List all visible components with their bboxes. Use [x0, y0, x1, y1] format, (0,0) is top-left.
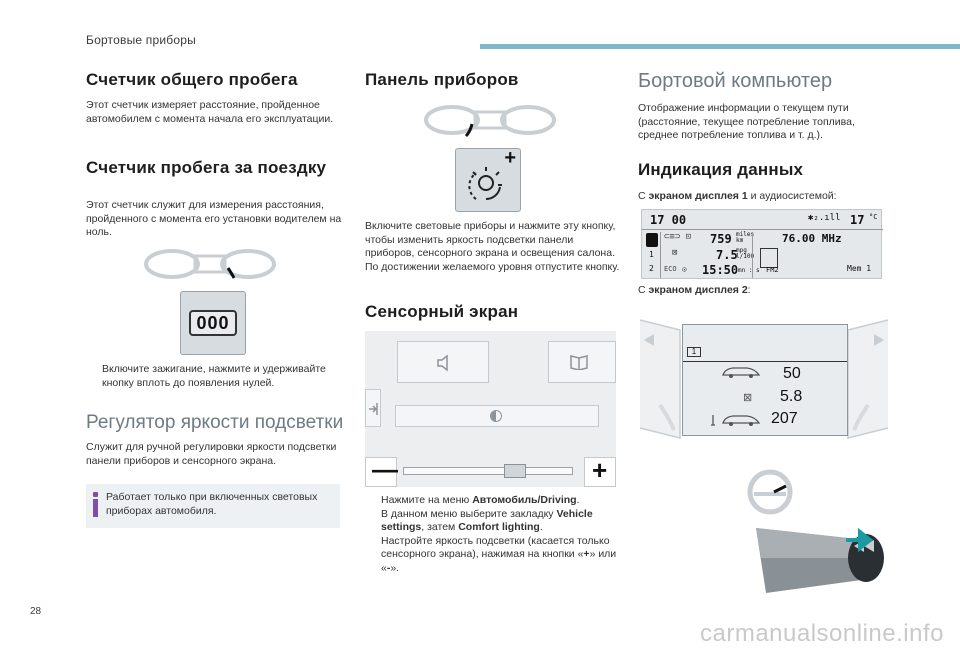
display2-value2: 5.8 [780, 388, 803, 405]
speaker-icon [437, 354, 448, 372]
display1-trip-time-unit: mn : s [738, 267, 760, 274]
touch-screen-audio-tile [397, 341, 489, 383]
display1-range-unit: miles km [736, 231, 755, 244]
brightness-button[interactable]: + [455, 147, 521, 212]
trip-title: Счетчик пробега за поездку [86, 158, 327, 177]
brightness-plus-sign: + [504, 147, 516, 169]
touch-screen-title: Сенсорный экран [365, 302, 519, 321]
display2-screen: 1 50 ⊠ 5.8 207 [682, 324, 848, 436]
display2-value1: 50 [783, 365, 801, 382]
display1-screen: 17 00 ✱₂.ıll 17 °C 1 2 ⊂≡⊃ ⊡ ⊠ ECO ⊙ 759… [641, 209, 883, 279]
display1-trip-time: 15:50 [702, 263, 739, 277]
touch-screen-side-tile [365, 389, 381, 427]
touch-screen-info-tile [548, 341, 616, 383]
touch-screen-illustration: — + [365, 331, 616, 487]
brightness-slider-handle[interactable] [504, 464, 526, 478]
cluster-outline-illustration [144, 249, 276, 279]
page-number: 28 [30, 606, 42, 617]
section-title: Бортовые приборы [86, 33, 196, 47]
display1-consumption: 7.5 [716, 248, 738, 262]
brightness-slider-track[interactable] [403, 464, 573, 478]
brightness-dial-icon [468, 167, 502, 201]
car-side-icon: ⊂≡⊃ ⊡ [664, 232, 692, 242]
display1-memory: Mem 1 [847, 264, 872, 273]
panel-title: Панель приборов [365, 70, 519, 89]
cluster-frame-illustration [639, 319, 889, 439]
display1-frequency: 76.00 MHz [782, 232, 842, 245]
contrast-icon [490, 410, 502, 422]
panel-text: Включите световые приборы и нажмите эту … [365, 220, 620, 273]
clock-icon: ⊙ [682, 265, 687, 274]
display2-caption: С экраном дисплея 2: [638, 284, 751, 296]
slider-plus-button[interactable]: + [584, 455, 616, 487]
car-trip-icon [711, 415, 761, 426]
signal-strength-icon: ✱₂.ıll [808, 213, 841, 223]
dimmer-text: Служит для ручной регулировки яркости по… [86, 441, 337, 467]
book-icon [570, 355, 588, 370]
touch-screen-instructions: Нажмите на меню Автомобиль/Driving. В да… [365, 494, 621, 575]
watermark: carmanualsonline.info [700, 620, 944, 647]
display1-band: FM2 [766, 266, 779, 274]
info-note-text: Работает только при включенных световых … [106, 491, 318, 517]
trip-text: Этот счетчик служит для измерения рассто… [86, 199, 342, 238]
car-range-icon [722, 367, 761, 378]
computer-title: Бортовой компьютер [638, 70, 833, 92]
exit-icon [369, 403, 378, 415]
display2-cluster-illustration: 1 50 ⊠ 5.8 207 [630, 310, 898, 448]
fuel-pump-icon: ⊠ [672, 248, 678, 258]
info-note-box: Работает только при включенных световых … [86, 484, 340, 528]
display1-time: 17 00 [650, 213, 687, 227]
display2-page-indicator: 1 [687, 347, 701, 357]
computer-text: Отображение информации о текущем пути (р… [638, 102, 855, 141]
car-menu-icon [646, 233, 658, 247]
slider-minus-button[interactable]: — [365, 454, 398, 487]
trip-reset-button[interactable]: 000 [180, 291, 246, 355]
touch-screen-brightness-bar [395, 405, 599, 427]
odometer-title: Счетчик общего пробега [86, 70, 298, 89]
dimmer-title: Регулятор яркости подсветки [86, 412, 344, 433]
instruction-item: Нажмите на меню Автомобиль/Driving. [381, 494, 580, 506]
steering-stalk-illustration [747, 469, 884, 593]
instruction-item: В данном меню выберите закладку Vehicle … [381, 507, 593, 534]
display1-caption: С экраном дисплея 1 и аудиосистемой: [638, 190, 837, 202]
display1-temperature: 17 [850, 213, 865, 227]
display1-consumption-unit: mpg l/100 [736, 247, 755, 260]
instruction-item: Настройте яркость подсветки (касается то… [381, 534, 617, 574]
header-accent-line [480, 44, 960, 49]
fuel-icon: ⊠ [743, 392, 753, 404]
radio-icon [760, 248, 778, 268]
display-title: Индикация данных [638, 160, 804, 179]
panel-cluster-illustration [424, 105, 556, 138]
display1-range: 759 [710, 232, 732, 246]
info-icon [93, 492, 98, 518]
display2-value3: 207 [771, 410, 798, 427]
display1-temp-unit: °C [869, 213, 878, 221]
eco-label: ECO [664, 265, 677, 273]
press-arrow-icon [846, 528, 874, 552]
odometer-text: Этот счетчик измеряет расстояние, пройде… [86, 99, 334, 125]
trip-reset-label: 000 [189, 310, 237, 336]
trip-instruction: Включите зажигание, нажмите и удерживайт… [102, 363, 326, 389]
